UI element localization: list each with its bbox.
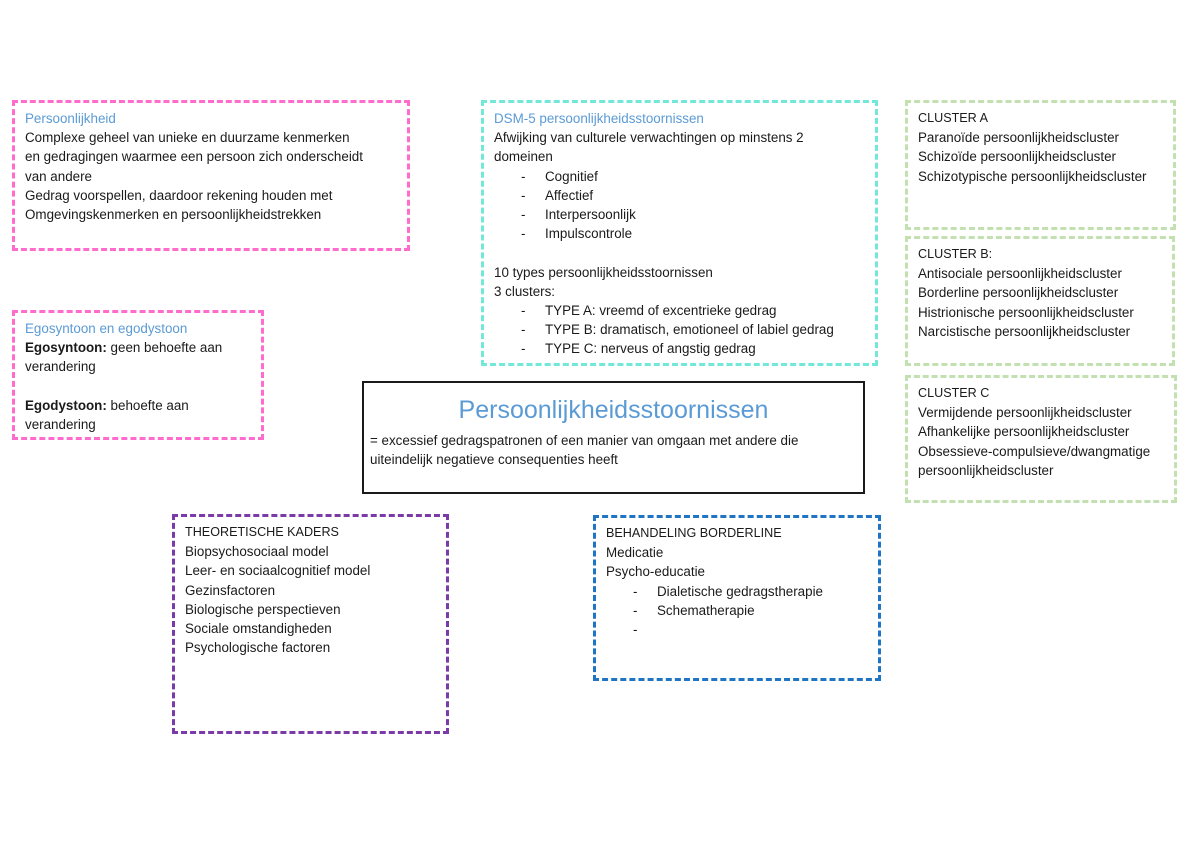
- ego-box: Egosyntoon en egodystoon Egosyntoon: gee…: [12, 310, 264, 440]
- cluster-a-title: CLUSTER A: [918, 111, 988, 125]
- dsm5-domain-item: - Cognitief: [494, 167, 834, 186]
- bullet-dash: -: [521, 322, 526, 338]
- theoretische-kaders-item: Biologische perspectieven: [185, 601, 341, 617]
- central-box: Persoonlijkheidsstoornissen = excessief …: [362, 381, 865, 494]
- bullet-dash: -: [521, 187, 526, 203]
- dsm5-intro-line: Afwijking van culturele verwachtingen op…: [494, 130, 804, 146]
- domain-label: Impulscontrole: [545, 226, 633, 242]
- persoonlijkheid-line: van andere: [25, 168, 93, 184]
- dsm5-domain-item: - Affectief: [494, 186, 834, 205]
- dsm5-title: DSM-5 persoonlijkheidsstoornissen: [494, 111, 704, 126]
- cluster-type-label: TYPE A:: [545, 302, 596, 318]
- egodystoon-label: Egodystoon:: [25, 397, 107, 413]
- central-definition-line: = excessief gedragspatronen of een manie…: [370, 433, 799, 448]
- cluster-type-text: vreemd of excentrieke gedrag: [595, 302, 777, 318]
- persoonlijkheid-title: Persoonlijkheid: [25, 111, 116, 126]
- bullet-dash: -: [633, 621, 638, 637]
- sub-item-label: Schematherapie: [657, 602, 755, 618]
- persoonlijkheid-line: en gedragingen waarmee een persoon zich …: [25, 149, 363, 165]
- cluster-c-box: CLUSTER C Vermijdende persoonlijkheidscl…: [905, 375, 1177, 503]
- cluster-c-item: Obsessieve-compulsieve/dwangmatige: [918, 443, 1151, 459]
- cluster-b-item: Histrionische persoonlijkheidscluster: [918, 304, 1134, 320]
- cluster-a-item: Schizoïde persoonlijkheidscluster: [918, 149, 1116, 165]
- cluster-c-item: Vermijdende persoonlijkheidscluster: [918, 405, 1132, 421]
- bullet-dash: -: [521, 341, 526, 357]
- dsm5-box: DSM-5 persoonlijkheidsstoornissen Afwijk…: [481, 100, 878, 366]
- persoonlijkheid-line: Omgevingskenmerken en persoonlijkheidstr…: [25, 206, 322, 222]
- dsm5-intro-line: domeinen: [494, 149, 553, 165]
- sub-item-label: Dialetische gedragstherapie: [657, 583, 823, 599]
- cluster-b-title: CLUSTER B:: [918, 247, 993, 261]
- bullet-dash: -: [633, 583, 638, 599]
- dsm5-cluster-type-item: - TYPE A: vreemd of excentrieke gedrag: [494, 301, 834, 320]
- behandeling-item: Psycho-educatie: [606, 564, 705, 580]
- theoretische-kaders-item: Biopsychosociaal model: [185, 544, 329, 560]
- bullet-dash: -: [521, 168, 526, 184]
- persoonlijkheid-line: Gedrag voorspellen, daardoor rekening ho…: [25, 187, 333, 203]
- egodystoon-line: Egodystoon: behoefte aan: [25, 396, 222, 415]
- bullet-dash: -: [521, 206, 526, 222]
- dsm5-domain-item: - Interpersoonlijk: [494, 205, 834, 224]
- spacer: [25, 377, 222, 396]
- cluster-b-item: Antisociale persoonlijkheidscluster: [918, 266, 1122, 282]
- cluster-b-box: CLUSTER B: Antisociale persoonlijkheidsc…: [905, 236, 1175, 366]
- dsm5-types-line: 10 types persoonlijkheidsstoornissen: [494, 264, 713, 280]
- cluster-c-title: CLUSTER C: [918, 386, 990, 400]
- egosyntoon-label: Egosyntoon:: [25, 340, 107, 356]
- theoretische-kaders-title: THEORETISCHE KADERS: [185, 525, 339, 539]
- egosyntoon-cont: verandering: [25, 359, 96, 375]
- cluster-type-text: dramatisch, emotioneel of labiel gedrag: [596, 322, 834, 338]
- domain-label: Interpersoonlijk: [545, 206, 636, 222]
- behandeling-sub-item: -: [606, 620, 823, 639]
- cluster-type-label: TYPE C:: [545, 341, 598, 357]
- cluster-c-item: Afhankelijke persoonlijkheidscluster: [918, 424, 1130, 440]
- persoonlijkheid-box: Persoonlijkheid Complexe geheel van unie…: [12, 100, 410, 251]
- domain-label: Cognitief: [545, 168, 598, 184]
- cluster-type-text: nerveus of angstig gedrag: [597, 341, 756, 357]
- cluster-b-item: Narcistische persoonlijkheidscluster: [918, 323, 1131, 339]
- theoretische-kaders-box: THEORETISCHE KADERS Biopsychosociaal mod…: [172, 514, 449, 734]
- egosyntoon-text: geen behoefte aan: [106, 340, 223, 356]
- bullet-dash: -: [521, 302, 526, 318]
- spacer: [494, 243, 834, 262]
- egodystoon-text: behoefte aan: [106, 397, 189, 413]
- egosyntoon-line: Egosyntoon: geen behoefte aan: [25, 338, 222, 357]
- theoretische-kaders-item: Leer- en sociaalcognitief model: [185, 563, 371, 579]
- theoretische-kaders-item: Psychologische factoren: [185, 640, 331, 656]
- behandeling-sub-item: - Dialetische gedragstherapie: [606, 582, 823, 601]
- behandeling-borderline-box: BEHANDELING BORDERLINE Medicatie Psycho-…: [593, 515, 881, 681]
- dsm5-cluster-type-item: - TYPE B: dramatisch, emotioneel of labie…: [494, 320, 834, 339]
- behandeling-title: BEHANDELING BORDERLINE: [606, 526, 782, 540]
- central-definition-line: uiteindelijk negatieve consequenties hee…: [370, 452, 618, 468]
- bullet-dash: -: [633, 602, 638, 618]
- cluster-b-item: Borderline persoonlijkheidscluster: [918, 285, 1119, 301]
- dsm5-domain-item: - Impulscontrole: [494, 224, 834, 243]
- theoretische-kaders-item: Sociale omstandigheden: [185, 620, 332, 636]
- egodystoon-cont: verandering: [25, 416, 96, 432]
- bullet-dash: -: [521, 226, 526, 242]
- ego-title: Egosyntoon en egodystoon: [25, 321, 188, 336]
- cluster-type-label: TYPE B:: [545, 322, 597, 338]
- cluster-a-item: Paranoïde persoonlijkheidscluster: [918, 130, 1119, 146]
- dsm5-cluster-type-item: - TYPE C: nerveus of angstig gedrag: [494, 339, 834, 358]
- theoretische-kaders-item: Gezinsfactoren: [185, 582, 276, 598]
- cluster-a-item: Schizotypische persoonlijkheidscluster: [918, 168, 1147, 184]
- cluster-a-box: CLUSTER A Paranoïde persoonlijkheidsclus…: [905, 100, 1176, 230]
- behandeling-sub-item: - Schematherapie: [606, 601, 823, 620]
- dsm5-clusters-line: 3 clusters:: [494, 283, 556, 299]
- persoonlijkheid-line: Complexe geheel van unieke en duurzame k…: [25, 130, 350, 146]
- cluster-c-item: persoonlijkheidscluster: [918, 462, 1054, 478]
- behandeling-item: Medicatie: [606, 545, 664, 561]
- domain-label: Affectief: [545, 187, 594, 203]
- central-title: Persoonlijkheidsstoornissen: [458, 396, 769, 424]
